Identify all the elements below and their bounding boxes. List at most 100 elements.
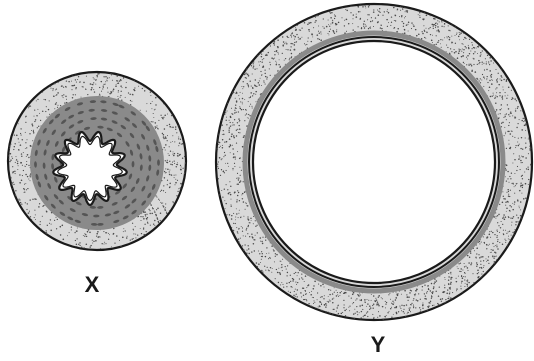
stipple-dot [380,27,381,28]
stipple-dot [245,73,246,74]
stipple-dot [231,204,232,205]
stipple-dot [93,89,94,90]
stipple-dot [284,43,285,44]
stipple-dot [39,203,40,204]
stipple-dot [336,295,337,296]
stipple-dot [497,215,498,216]
stipple-dot [480,82,481,83]
stipple-dot [339,292,340,293]
stipple-dot [509,196,510,197]
stipple-dot [488,61,489,62]
stipple-dot [12,158,13,159]
stipple-dot [498,73,499,74]
stipple-dot [312,297,313,298]
stipple-dot [506,211,507,212]
stipple-dot [517,123,518,124]
stipple-dot [496,259,497,260]
stipple-dot [21,153,22,154]
stipple-dot [240,92,241,93]
stipple-dot [147,223,148,224]
stipple-dot [305,275,307,277]
stipple-dot [343,300,344,301]
stipple-dot [274,51,275,52]
stipple-dot [261,85,262,86]
stipple-dot [292,287,293,288]
stipple-dot [274,261,275,262]
stipple-dot [260,262,261,263]
stipple-dot [233,213,234,214]
stipple-dot [473,58,474,59]
stipple-dot [360,305,361,306]
stipple-dot [515,108,516,109]
stipple-dot [236,142,237,143]
stipple-dot [242,102,243,103]
stipple-dot [18,138,19,139]
vessel-y: Y [216,4,532,357]
stipple-dot [449,293,450,294]
stipple-dot [23,152,24,153]
stipple-dot [280,274,281,275]
stipple-dot [375,301,376,302]
stipple-dot [237,173,238,174]
stipple-dot [451,36,452,37]
stipple-dot [480,78,481,79]
stipple-dot [494,256,495,257]
stipple-dot [285,58,286,59]
stipple-dot [280,261,281,262]
stipple-dot [482,256,484,258]
stipple-dot [504,219,506,221]
stipple-dot [377,9,378,10]
stipple-dot [164,177,165,178]
stipple-dot [296,294,297,295]
stipple-dot [103,231,104,232]
stipple-dot [522,156,524,158]
stipple-dot [441,47,442,48]
stipple-dot [455,35,456,36]
stipple-dot [282,259,283,260]
stipple-dot [83,247,84,248]
stipple-dot [528,169,530,171]
stipple-dot [84,233,85,234]
stipple-dot [36,115,37,116]
stipple-dot [522,162,523,163]
stipple-dot [512,232,513,233]
stipple-dot [303,288,304,289]
stipple-dot [297,289,298,290]
stipple-dot [18,149,19,150]
stipple-dot [16,160,17,161]
stipple-dot [366,313,367,314]
stipple-dot [373,318,374,319]
stipple-dot [250,104,251,105]
stipple-dot [528,184,529,185]
stipple-dot [240,238,241,239]
stipple-dot [404,32,406,34]
stipple-dot [504,127,505,128]
stipple-dot [32,125,34,127]
stipple-dot [516,100,517,101]
stipple-dot [404,290,406,292]
stipple-dot [42,216,43,217]
stipple-dot [508,131,509,132]
stipple-dot [495,102,496,103]
stipple-dot [511,131,512,132]
stipple-dot [505,132,506,133]
stipple-dot [111,73,112,74]
stipple-dot [511,235,512,236]
stipple-dot [176,195,177,196]
stipple-dot [286,269,287,270]
stipple-dot [172,127,174,129]
stipple-dot [435,25,436,26]
stipple-dot [486,69,487,70]
stipple-dot [246,203,247,204]
stipple-dot [501,123,502,124]
stipple-dot [514,201,516,203]
stipple-dot [491,74,492,75]
stipple-dot [472,48,473,49]
stipple-dot [370,28,371,29]
stipple-dot [398,311,399,312]
stipple-dot [235,159,236,160]
stipple-dot [402,21,403,22]
stipple-dot [98,236,99,237]
stipple-dot [356,298,357,299]
stipple-dot [488,245,489,246]
